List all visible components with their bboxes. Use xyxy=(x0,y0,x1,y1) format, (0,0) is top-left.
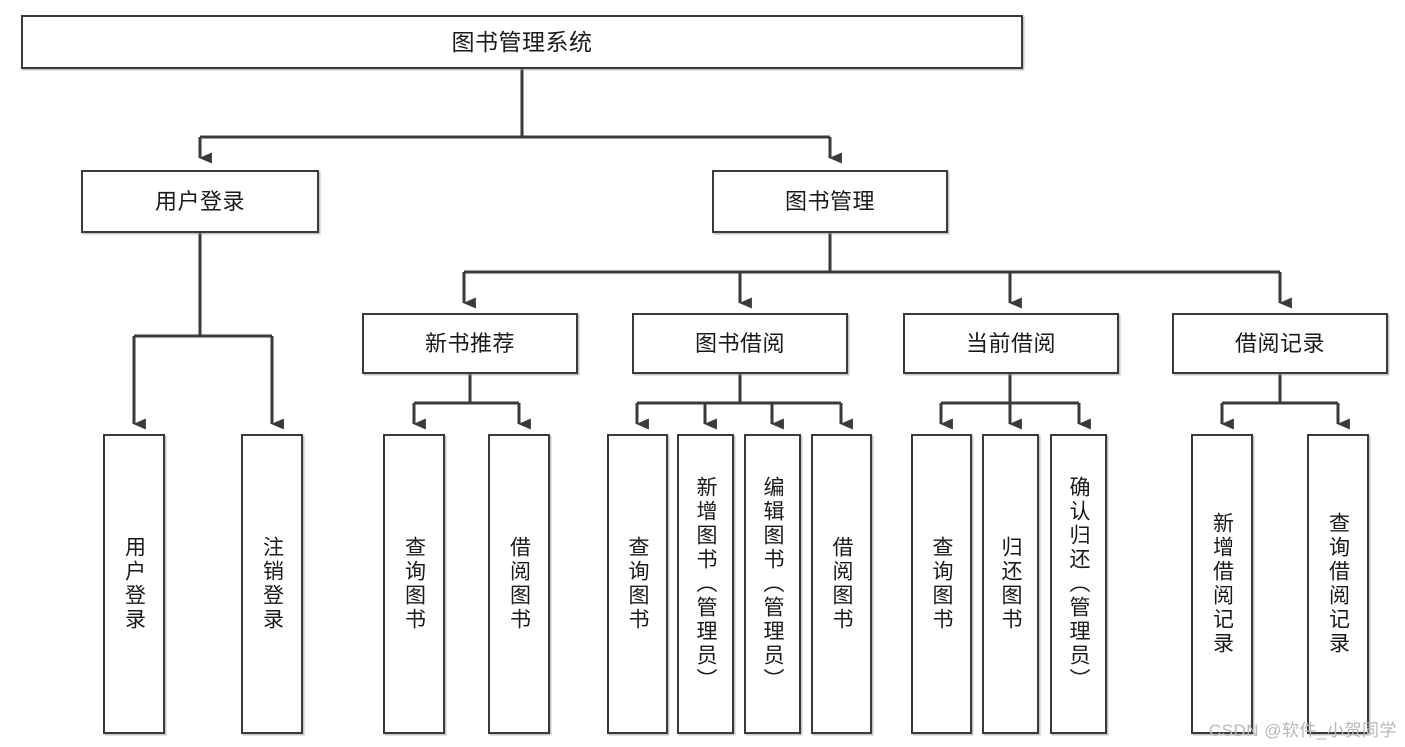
node-current-borrow[interactable]: 当前借阅 xyxy=(903,313,1119,374)
node-label: 借阅图书 xyxy=(507,536,531,632)
node-label: 确认归还（管理员） xyxy=(1067,476,1090,692)
node-label: 归还图书 xyxy=(999,536,1022,632)
node-label: 新书推荐 xyxy=(424,330,515,356)
node-user-login[interactable]: 用户登录 xyxy=(81,170,319,233)
node-leaf-return-book[interactable]: 归还图书 xyxy=(982,434,1039,734)
node-leaf-query-book-1[interactable]: 查询图书 xyxy=(383,434,445,734)
node-label: 借阅图书 xyxy=(830,536,853,632)
node-label: 用户登录 xyxy=(122,536,146,632)
node-label: 查询图书 xyxy=(402,536,426,632)
node-label: 用户登录 xyxy=(154,188,245,214)
node-leaf-query-record[interactable]: 查询借阅记录 xyxy=(1307,434,1369,734)
node-new-book-recommend[interactable]: 新书推荐 xyxy=(362,313,578,374)
node-label: 新增图书（管理员） xyxy=(694,476,717,692)
node-label: 查询借阅记录 xyxy=(1326,512,1350,656)
node-leaf-borrow-book-1[interactable]: 借阅图书 xyxy=(488,434,550,734)
node-leaf-user-login[interactable]: 用户登录 xyxy=(103,434,165,734)
csdn-watermark: CSDN @软件_小贺同学 xyxy=(1208,721,1397,740)
node-label: 查询图书 xyxy=(626,536,649,632)
node-label: 查询图书 xyxy=(930,536,953,632)
node-leaf-confirm-return[interactable]: 确认归还（管理员） xyxy=(1050,434,1107,734)
node-label: 当前借阅 xyxy=(965,330,1056,356)
node-leaf-logout-login[interactable]: 注销登录 xyxy=(241,434,303,734)
node-leaf-query-book-3[interactable]: 查询图书 xyxy=(911,434,972,734)
node-label: 新增借阅记录 xyxy=(1210,512,1234,656)
node-label: 图书管理 xyxy=(784,188,875,214)
node-label: 编辑图书（管理员） xyxy=(761,476,784,692)
node-label: 注销登录 xyxy=(260,536,284,632)
node-leaf-borrow-book-2[interactable]: 借阅图书 xyxy=(811,434,872,734)
node-leaf-add-record[interactable]: 新增借阅记录 xyxy=(1191,434,1253,734)
node-book-management[interactable]: 图书管理 xyxy=(712,170,948,233)
node-leaf-edit-book[interactable]: 编辑图书（管理员） xyxy=(744,434,801,734)
node-book-borrow[interactable]: 图书借阅 xyxy=(632,313,848,374)
node-borrow-record[interactable]: 借阅记录 xyxy=(1172,313,1388,374)
node-leaf-query-book-2[interactable]: 查询图书 xyxy=(607,434,668,734)
node-book-management-system[interactable]: 图书管理系统 xyxy=(21,15,1023,69)
node-label: 借阅记录 xyxy=(1234,330,1325,356)
node-label: 图书借阅 xyxy=(694,330,785,356)
node-label: 图书管理系统 xyxy=(451,28,593,55)
node-leaf-add-book[interactable]: 新增图书（管理员） xyxy=(677,434,734,734)
